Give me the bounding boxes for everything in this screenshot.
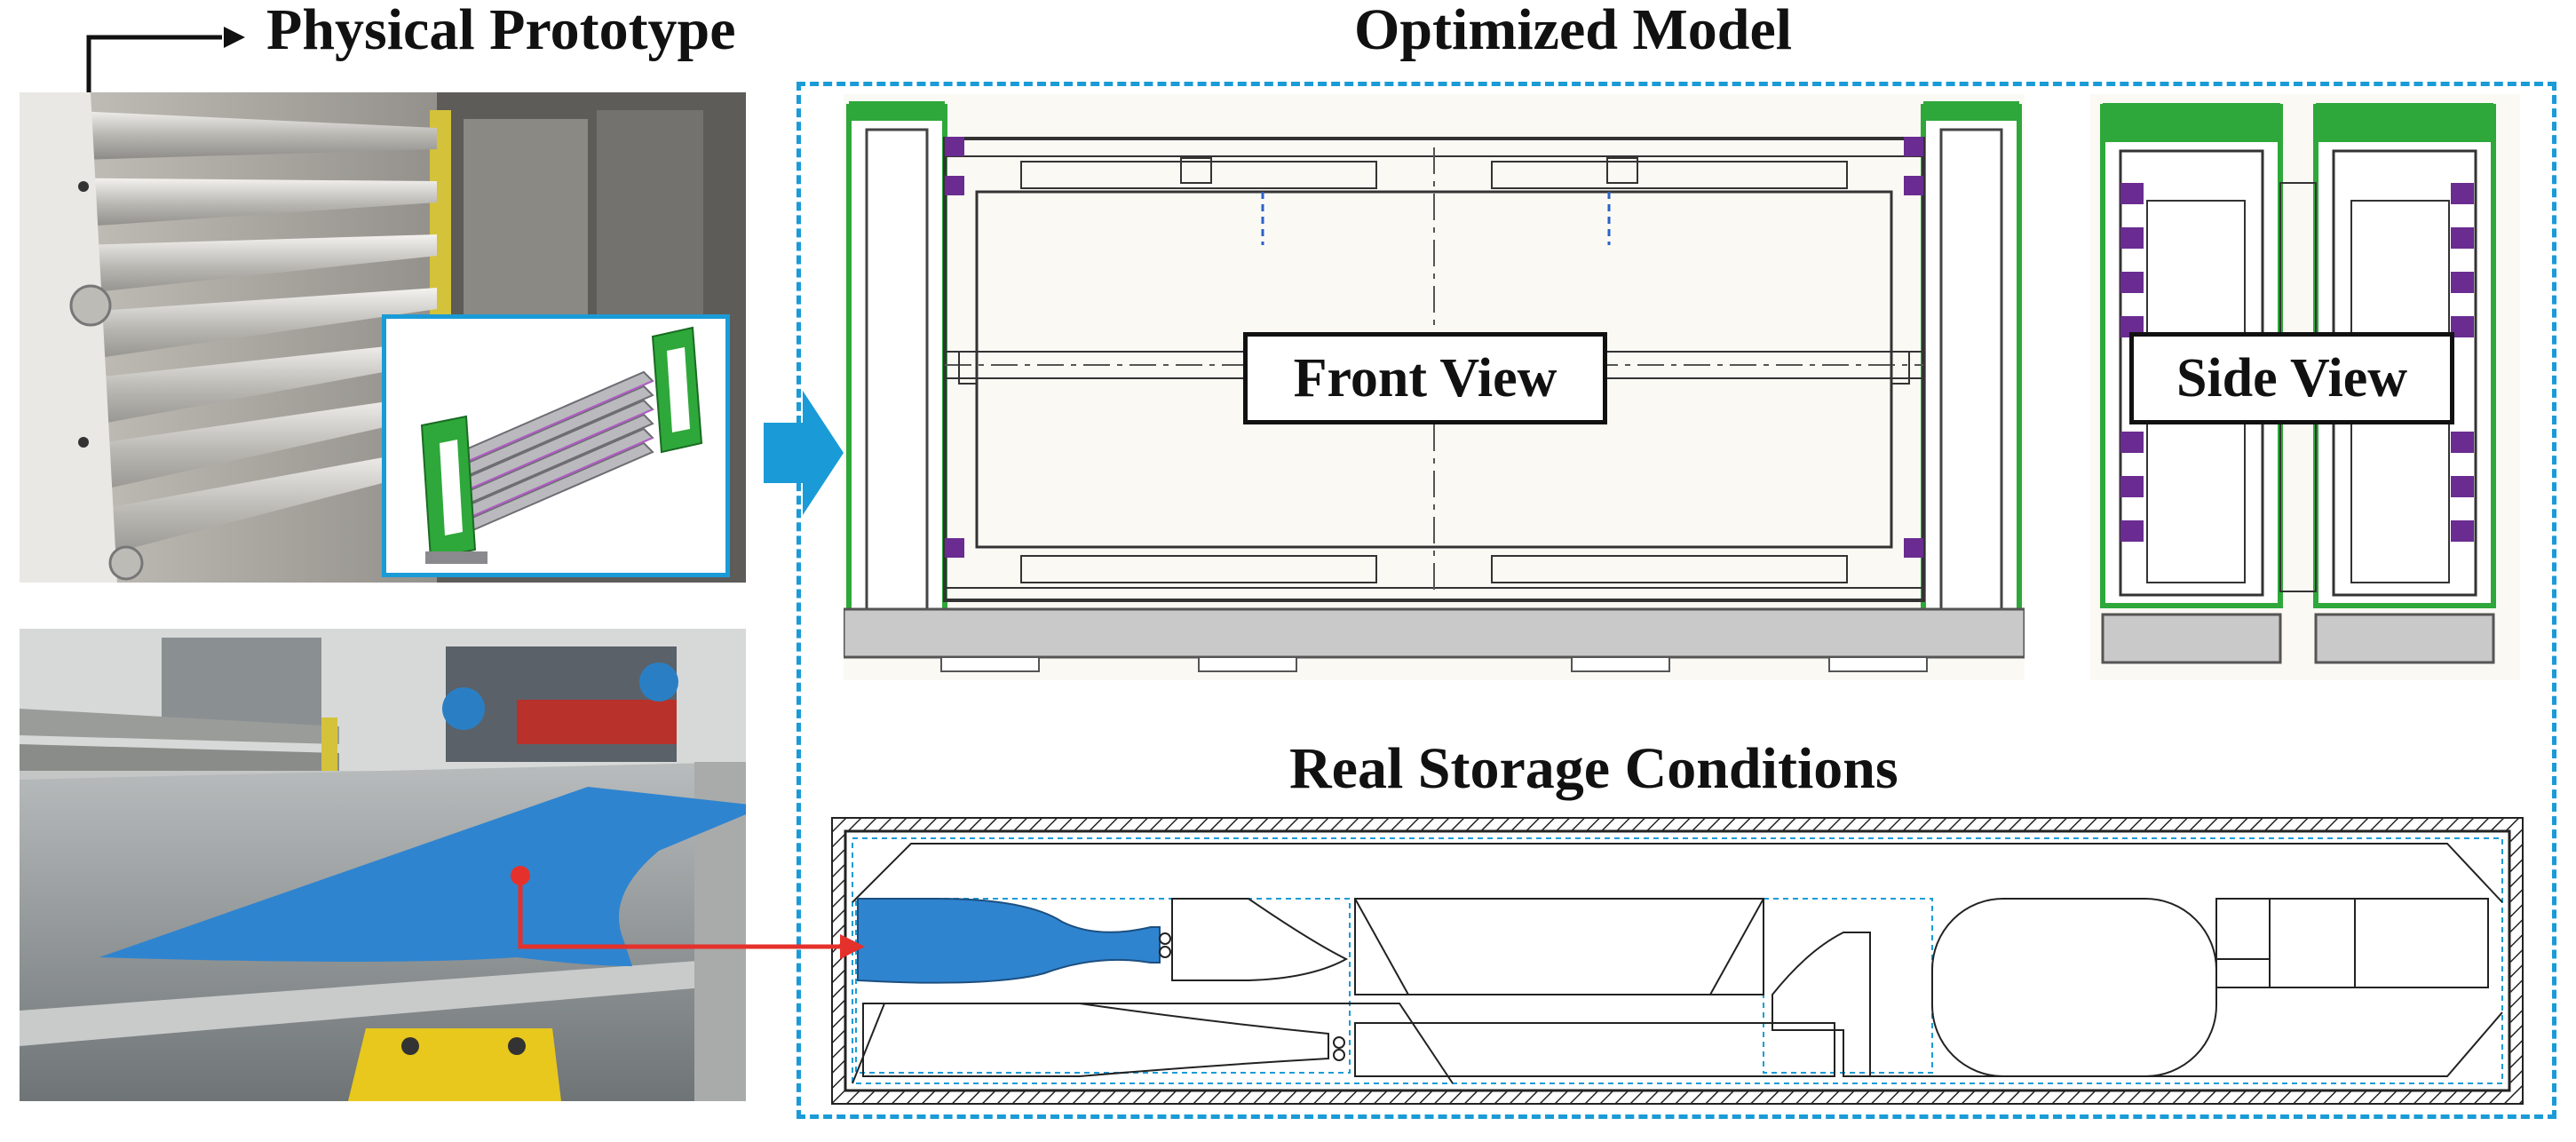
optimized-model-title: Optimized Model (1354, 0, 1793, 62)
cad-render-inset (382, 314, 730, 577)
red-pointer-arrow (511, 866, 865, 959)
physical-prototype-title: Physical Prototype (266, 0, 736, 62)
storage-container-drawing (831, 817, 2524, 1105)
side-view-label: Side View (2129, 332, 2454, 424)
optimized-model-frame (797, 82, 2556, 1119)
real-storage-title: Real Storage Conditions (1289, 736, 1898, 801)
cutting-table-photo (20, 629, 746, 1101)
front-view-label: Front View (1243, 332, 1607, 424)
big-right-arrow-icon (764, 391, 844, 515)
